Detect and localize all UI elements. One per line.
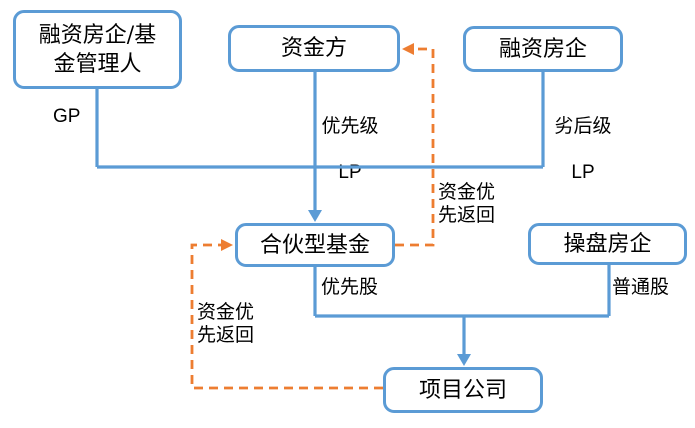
node-operator-box: 操盘房企 (528, 223, 687, 265)
label-common-stock: 普通股 (612, 276, 670, 298)
node-fund-box: 合伙型基金 (235, 223, 395, 267)
label-preferred-stock: 优先股 (321, 276, 379, 298)
arrowhead-into-fund-top (308, 210, 322, 222)
node-capital-label: 资金方 (280, 36, 347, 61)
node-financier-label: 融资房企 (498, 36, 587, 62)
arrowhead-into-fund-left (221, 239, 233, 251)
node-manager-label: 融资房企/基 金管理人 (38, 22, 157, 77)
label-junior-lp-en: LP (571, 162, 595, 183)
label-senior-lp: 优先级 LP (312, 92, 388, 207)
label-gp: GP (53, 106, 81, 127)
node-financier-box: 融资房企 (463, 26, 623, 72)
node-project-box: 项目公司 (383, 367, 543, 413)
node-capital-box: 资金方 (228, 25, 400, 72)
label-return-to-capital: 资金优 先返回 (438, 181, 496, 226)
node-manager-box: 融资房企/基 金管理人 (13, 10, 182, 89)
label-return-to-fund: 资金优 先返回 (197, 301, 255, 346)
label-senior-lp-en: LP (338, 162, 362, 183)
label-junior-lp: 劣后级 LP (543, 92, 623, 207)
arrowhead-into-project-top (457, 354, 471, 366)
label-junior-lp-cn: 劣后级 (554, 115, 612, 137)
label-senior-lp-cn: 优先级 (321, 115, 379, 137)
node-fund-label: 合伙型基金 (259, 232, 370, 258)
arrowhead-into-capital-right (402, 43, 414, 55)
node-project-label: 项目公司 (418, 377, 507, 403)
node-operator-label: 操盘房企 (563, 231, 652, 257)
edge-return-to-capital-dashed (395, 47, 435, 247)
